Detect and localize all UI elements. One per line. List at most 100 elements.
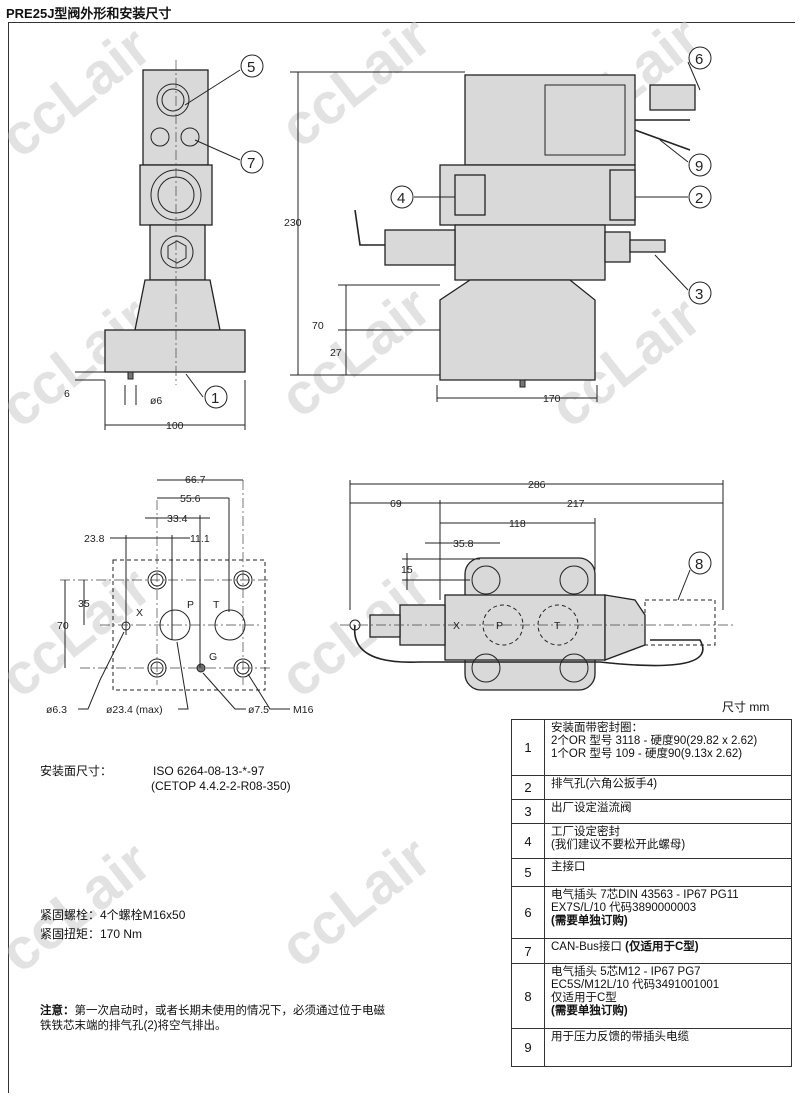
legend-description: 主接口 (544, 858, 792, 887)
legend-order-note: (需要单独订购) (551, 1005, 628, 1017)
bolts-spec: 紧固螺栓：4个螺栓M16x50 (40, 908, 186, 922)
svg-text:286: 286 (528, 479, 546, 491)
svg-text:ø6: ø6 (150, 395, 162, 407)
svg-text:66.7: 66.7 (185, 474, 206, 486)
mounting-spec-label: 安装面尺寸： (40, 764, 113, 778)
svg-text:35: 35 (78, 598, 90, 610)
note-text: 第一次启动时，或者长期未使用的情况下，必须通过位于电磁铁铁芯末端的排气孔(2)将… (40, 1005, 385, 1032)
legend-line: CAN-Bus接口 (551, 941, 626, 953)
callouts: 1 2 3 4 5 6 7 8 9 (184, 46, 712, 601)
legend-number: 4 (511, 823, 545, 859)
svg-text:3: 3 (695, 286, 703, 303)
svg-text:11.1: 11.1 (190, 533, 210, 545)
svg-text:X: X (453, 620, 460, 632)
svg-text:P: P (187, 599, 194, 611)
callout-1: 1 (204, 385, 228, 409)
legend-row: 5 主接口 (511, 858, 792, 887)
svg-text:4: 4 (397, 190, 405, 207)
svg-text:27: 27 (330, 347, 342, 359)
note: 注意：第一次启动时，或者长期未使用的情况下，必须通过位于电磁铁铁芯末端的排气孔(… (40, 1004, 390, 1034)
svg-text:ø23.4 (max): ø23.4 (max) (106, 704, 163, 716)
svg-text:5: 5 (247, 59, 255, 76)
svg-text:170: 170 (543, 393, 561, 405)
legend-row: 2 排气孔(六角公扳手4) (511, 775, 792, 800)
svg-text:70: 70 (57, 620, 69, 632)
legend-line: 出厂设定溢流阀 (551, 802, 632, 814)
legend-number: 7 (511, 938, 545, 964)
legend-description: CAN-Bus接口 (仅适用于C型) (544, 938, 792, 964)
legend-description: 用于压力反馈的带插头电缆 (544, 1028, 792, 1067)
svg-text:69: 69 (390, 498, 402, 510)
callout-6: 6 (688, 46, 712, 70)
callout-8: 8 (688, 551, 712, 575)
legend-description: 出厂设定溢流阀 (544, 799, 792, 824)
legend-line: 仅适用于C型 (551, 992, 617, 1004)
legend-line: 电气插头 7芯DIN 43563 - IP67 PG11 (551, 889, 739, 901)
legend-number: 9 (511, 1028, 545, 1067)
svg-text:ccLair: ccLair (0, 14, 163, 170)
legend-line: EX7S/L/10 代码3890000003 (551, 902, 697, 914)
legend-line: EC5S/M12L/10 代码3491001001 (551, 979, 720, 991)
svg-text:X: X (136, 607, 143, 619)
svg-text:55.6: 55.6 (180, 493, 201, 505)
legend-line: (我们建议不要松开此螺母) (551, 839, 686, 851)
callout-5: 5 (240, 54, 264, 78)
svg-text:P: P (496, 620, 503, 632)
page-title: PRE25J型阀外形和安装尺寸 (6, 6, 172, 21)
svg-text:M16: M16 (293, 704, 314, 716)
svg-text:1: 1 (211, 390, 219, 407)
svg-text:ccLair: ccLair (268, 824, 443, 980)
callout-3: 3 (688, 281, 712, 305)
svg-text:118: 118 (509, 518, 526, 530)
svg-text:ø7.5: ø7.5 (248, 704, 269, 716)
svg-text:23.8: 23.8 (84, 533, 105, 545)
svg-text:100: 100 (166, 420, 184, 432)
legend-number: 3 (511, 799, 545, 824)
svg-text:6: 6 (695, 51, 703, 68)
legend-description: 排气孔(六角公扳手4) (544, 775, 792, 800)
legend-number: 1 (511, 719, 545, 776)
legend-line: 用于压力反馈的带插头电缆 (551, 1031, 689, 1043)
top-view: P T X 286 69 217 118 35.8 15 (340, 479, 735, 691)
svg-text:2: 2 (695, 190, 703, 207)
mounting-spec-line1: ISO 6264-08-13-*-97 (153, 764, 265, 778)
svg-text:35.8: 35.8 (453, 538, 474, 550)
mounting-face: 66.7 55.6 33.4 23.8 11.1 35 70 P T X G ø… (46, 474, 314, 716)
svg-text:ccLair: ccLair (268, 274, 443, 430)
legend-order-note: (需要单独订购) (551, 915, 628, 927)
callout-2: 2 (688, 185, 712, 209)
legend-line: 2个OR 型号 3118 - 硬度90(29.82 x 2.62) (551, 735, 758, 747)
svg-text:G: G (209, 651, 217, 663)
legend-line: 主接口 (551, 861, 586, 873)
callout-4: 4 (390, 185, 414, 209)
svg-text:230: 230 (284, 217, 302, 229)
legend-description: 工厂设定密封(我们建议不要松开此螺母) (544, 823, 792, 859)
svg-text:T: T (554, 620, 561, 632)
legend-line: 排气孔(六角公扳手4) (551, 778, 658, 790)
torque-spec: 紧固扭矩：170 Nm (40, 927, 143, 941)
svg-text:33.4: 33.4 (167, 513, 188, 525)
legend-row: 9 用于压力反馈的带插头电缆 (511, 1028, 792, 1067)
legend-number: 2 (511, 775, 545, 800)
callout-9: 9 (688, 153, 712, 177)
svg-text:ø6.3: ø6.3 (46, 704, 67, 716)
units-label: 尺寸 mm (722, 700, 770, 714)
drawing-frame (8, 22, 795, 1093)
note-label: 注意： (40, 1005, 75, 1017)
legend-number: 8 (511, 963, 545, 1029)
front-view: 100 6 ø6 (64, 60, 246, 432)
legend-line: 1个OR 型号 109 - 硬度90(9.13x 2.62) (551, 748, 743, 760)
legend-number: 5 (511, 858, 545, 887)
mounting-spec-line2: (CETOP 4.4.2-2-R08-350) (151, 779, 291, 793)
legend-line: 电气插头 5芯M12 - IP67 PG7 (551, 966, 701, 978)
callout-7: 7 (240, 150, 264, 174)
legend-line: 工厂设定密封 (551, 826, 620, 838)
